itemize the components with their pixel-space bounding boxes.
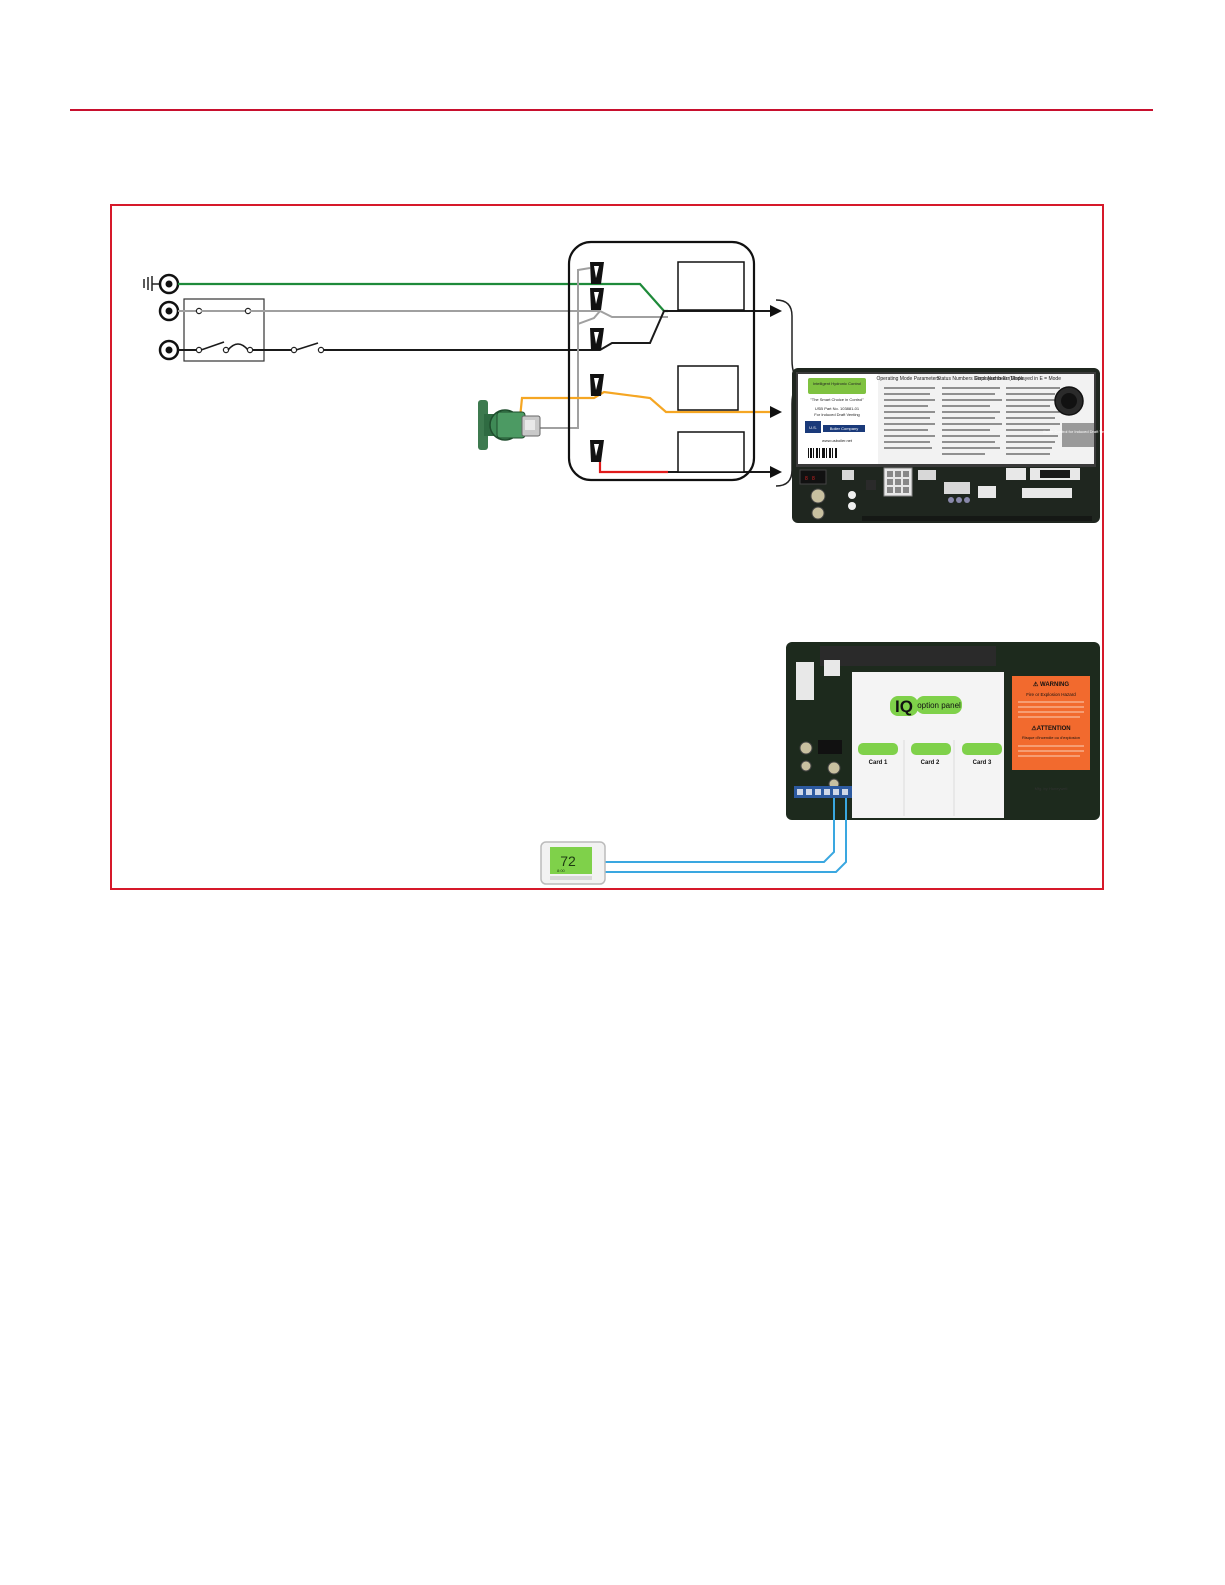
terminal-hot — [158, 339, 180, 361]
svg-text:8: 8 — [805, 476, 808, 482]
thermostat: 72 8:00 — [540, 841, 606, 885]
pump-neutral-wire — [520, 310, 601, 429]
iq-card-2-label: Card 2 — [921, 760, 940, 766]
switch-contact — [195, 346, 203, 354]
barcode — [808, 448, 837, 458]
warning-title: ⚠ WARNING — [1033, 681, 1069, 688]
header-rule — [70, 109, 1153, 111]
wire-nut-icon — [590, 328, 604, 350]
pump-hot-wire — [518, 390, 770, 419]
board-brand-label: Intelligent Hydronic Control — [813, 381, 861, 386]
terminal-ground — [158, 273, 180, 295]
service-switch-box — [183, 298, 265, 362]
wire-nut-icon — [590, 262, 604, 284]
panel-maker: Mfg. by Honeywell — [1035, 786, 1068, 791]
parameter-lines — [884, 387, 1060, 455]
junction-box — [567, 240, 756, 482]
terminal-block-pump — [677, 365, 739, 411]
iq-logo: IQ — [895, 697, 913, 716]
circulator-pump — [478, 400, 541, 450]
switch-contact — [290, 346, 298, 354]
switch-contact — [246, 346, 254, 354]
diagram-frame — [110, 204, 1104, 890]
svg-text:8: 8 — [812, 476, 815, 482]
iq-card-1-label: Card 1 — [869, 760, 888, 766]
wire-nut-icon — [590, 288, 604, 310]
board-part-note: For Induced Draft Venting — [814, 412, 860, 417]
thermostat-wire — [600, 798, 847, 873]
switch-contact — [222, 346, 230, 354]
wire-nut-icon — [590, 440, 604, 462]
thermostat-small-readout: 8:00 — [557, 868, 566, 873]
board-tagline: "The Smart Choice in Control" — [810, 397, 864, 402]
board-col1-title: Operating Mode Parameters — [876, 376, 940, 382]
thermal-switch-blade — [295, 342, 319, 351]
terminal-block-power — [677, 261, 745, 311]
ground-symbol-icon — [143, 276, 160, 291]
iq-card-3-label: Card 3 — [973, 760, 992, 766]
limit-wire — [598, 460, 668, 474]
switch-contact — [244, 307, 252, 315]
thermostat-temperature: 72 — [560, 853, 576, 869]
arrowhead-icon — [770, 466, 782, 478]
arrowhead-icon — [770, 406, 782, 418]
switch-contact — [317, 346, 325, 354]
iq-logo-text: option panel — [917, 701, 961, 710]
hydronic-control-board: Intelligent Hydronic Control "The Smart … — [792, 368, 1113, 523]
attention-subtitle: Risque d'incendie ou d'explosion — [1022, 735, 1080, 740]
board-logo-us: U.S. — [809, 425, 817, 430]
board-col2-title: Status Numbers Displayed in Err Mode — [937, 376, 1024, 382]
board-part-number: USB Part No. 103881-01 — [815, 406, 860, 411]
board-website: www.usboiler.net — [822, 438, 853, 443]
iq-option-panel: IQ option panel Card 1 Card 2 Card 3 ⚠ W… — [786, 642, 1100, 820]
attention-title: ⚠ATTENTION — [1031, 725, 1070, 732]
arrowhead-icon — [770, 305, 782, 317]
board-logo-brand: Boiler Company — [830, 426, 858, 431]
switch-contact — [195, 307, 203, 315]
terminal-neutral — [158, 300, 180, 322]
wire-nut-icon — [590, 374, 604, 396]
board-col3-title: Error Numbers (Displayed in E = Mode — [975, 376, 1061, 382]
board-right-label: Boiler Control for Induced Draft Venting — [1043, 429, 1113, 434]
terminal-block-limit — [677, 431, 745, 473]
thermostat-wire — [600, 798, 835, 863]
service-switch-blade — [200, 341, 225, 351]
warning-subtitle: Fire or Explosion Hazard — [1026, 692, 1076, 697]
